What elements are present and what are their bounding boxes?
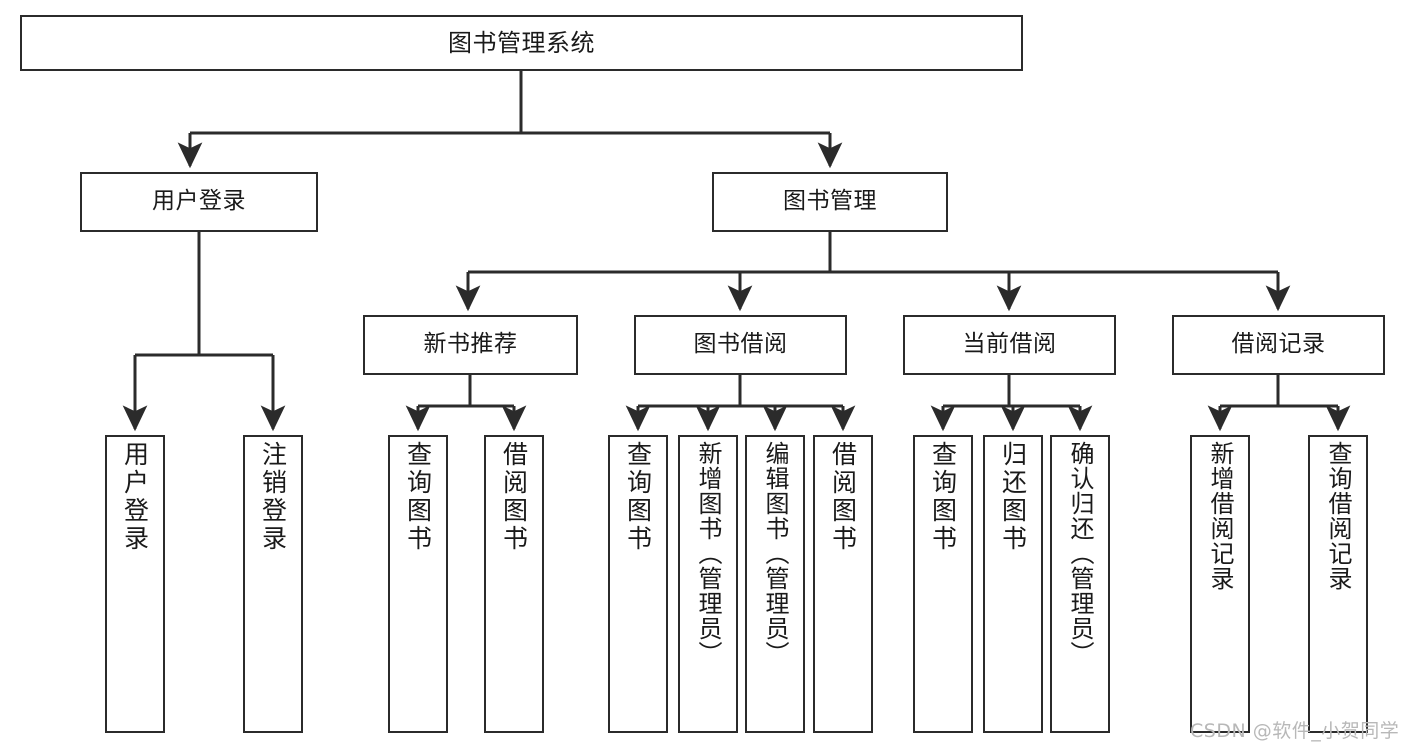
node-book-borrow-label: 图书借阅: [693, 331, 788, 358]
node-borrow-record-label: 借阅记录: [1231, 331, 1326, 358]
node-leaf-query-book-1-label: 查询图书: [403, 441, 433, 553]
node-leaf-query-book-2-label: 查询图书: [623, 441, 653, 553]
node-leaf-query-record[interactable]: 查询借阅记录: [1308, 435, 1368, 733]
csdn-watermark-text: CSDN @软件_小贺同学: [1190, 720, 1400, 742]
node-leaf-query-book-1[interactable]: 查询图书: [388, 435, 448, 733]
node-leaf-query-book-3-label: 查询图书: [928, 441, 958, 553]
node-book-borrow[interactable]: 图书借阅: [634, 315, 847, 375]
edge-bookmanage-to-level3: [455, 232, 1291, 312]
node-leaf-return-book[interactable]: 归还图书: [983, 435, 1043, 733]
node-borrow-record[interactable]: 借阅记录: [1172, 315, 1385, 375]
node-current-borrow[interactable]: 当前借阅: [903, 315, 1116, 375]
edge-bookborrow-to-leaves: [625, 375, 856, 432]
node-leaf-edit-book[interactable]: 编辑图书（管理员）: [745, 435, 805, 733]
node-user-login-label: 用户登录: [152, 188, 246, 215]
node-leaf-borrow-book-2[interactable]: 借阅图书: [813, 435, 873, 733]
node-leaf-confirm-return[interactable]: 确认归还（管理员）: [1050, 435, 1110, 733]
node-book-manage[interactable]: 图书管理: [712, 172, 948, 232]
node-user-login[interactable]: 用户登录: [80, 172, 318, 232]
edge-borrowrecord-to-leaves: [1207, 375, 1351, 432]
node-leaf-add-record[interactable]: 新增借阅记录: [1190, 435, 1250, 733]
node-book-manage-label: 图书管理: [783, 188, 877, 215]
node-leaf-add-book[interactable]: 新增图书（管理员）: [678, 435, 738, 733]
node-root-label: 图书管理系统: [448, 28, 595, 57]
node-leaf-logout-label: 注销登录: [258, 441, 288, 553]
node-leaf-borrow-book-2-label: 借阅图书: [828, 441, 858, 553]
node-leaf-query-book-3[interactable]: 查询图书: [913, 435, 973, 733]
node-current-borrow-label: 当前借阅: [962, 331, 1057, 358]
node-leaf-logout[interactable]: 注销登录: [243, 435, 303, 733]
edge-currentborrow-to-leaves: [930, 375, 1093, 432]
node-leaf-add-record-label: 新增借阅记录: [1206, 441, 1234, 591]
node-leaf-borrow-book-1-label: 借阅图书: [499, 441, 529, 553]
edge-root-to-level2: [177, 71, 843, 169]
node-new-book-rec[interactable]: 新书推荐: [363, 315, 578, 375]
node-leaf-query-book-2[interactable]: 查询图书: [608, 435, 668, 733]
node-leaf-query-record-label: 查询借阅记录: [1324, 441, 1352, 591]
node-leaf-borrow-book-1[interactable]: 借阅图书: [484, 435, 544, 733]
node-leaf-return-book-label: 归还图书: [998, 441, 1028, 553]
csdn-watermark: CSDN @软件_小贺同学: [1190, 716, 1399, 743]
node-leaf-add-book-label: 新增图书（管理员）: [694, 441, 722, 666]
node-root[interactable]: 图书管理系统: [20, 15, 1023, 71]
node-leaf-edit-book-label: 编辑图书（管理员）: [761, 441, 789, 666]
node-leaf-user-login[interactable]: 用户登录: [105, 435, 165, 733]
node-new-book-rec-label: 新书推荐: [423, 331, 518, 358]
node-leaf-confirm-return-label: 确认归还（管理员）: [1066, 441, 1094, 666]
edge-userlogin-to-leaves: [122, 232, 286, 432]
node-leaf-user-login-label: 用户登录: [120, 441, 150, 553]
edge-newbook-to-leaves: [405, 375, 527, 432]
